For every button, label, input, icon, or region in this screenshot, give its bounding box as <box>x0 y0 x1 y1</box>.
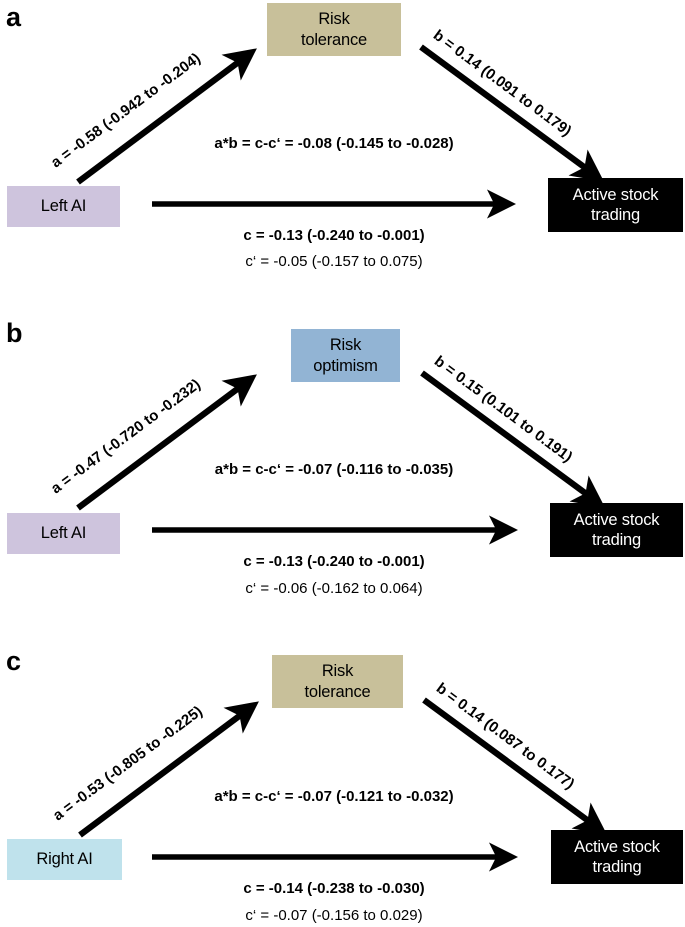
node-mediator-risk-tolerance[interactable]: Risk tolerance <box>267 3 401 56</box>
node-predictor-left-ai[interactable]: Left AI <box>7 186 120 227</box>
outcome-line2: trading <box>590 206 641 224</box>
mediator-line1: Risk <box>321 662 354 681</box>
mediator-line2: tolerance <box>304 682 371 701</box>
label-path-a: a = -0.47 (-0.720 to -0.232) <box>47 375 204 498</box>
node-outcome-active-stock-trading[interactable]: Active stock trading <box>550 503 683 557</box>
predictor-label: Right AI <box>36 850 93 869</box>
outcome-line2: trading <box>591 531 642 549</box>
node-mediator-risk-tolerance[interactable]: Risk tolerance <box>272 655 403 708</box>
panel-label-b: b <box>6 318 23 348</box>
node-outcome-active-stock-trading[interactable]: Active stock trading <box>548 178 683 232</box>
outcome-line1: Active stock <box>573 510 660 529</box>
predictor-label: Left AI <box>40 197 87 216</box>
node-predictor-left-ai[interactable]: Left AI <box>7 513 120 554</box>
label-indirect-effect: a*b = c-c‘ = -0.07 (-0.116 to -0.035) <box>214 461 454 478</box>
mediator-line2: tolerance <box>300 30 368 49</box>
label-path-c-prime: c‘ = -0.06 (-0.162 to 0.064) <box>245 580 423 597</box>
label-path-b: b = 0.14 (0.091 to 0.179) <box>429 26 575 140</box>
mediator-line1: Risk <box>318 10 350 29</box>
label-path-c-prime: c‘ = -0.07 (-0.156 to 0.029) <box>245 907 423 924</box>
label-path-a: a = -0.53 (-0.805 to -0.225) <box>49 702 206 825</box>
label-path-c: c = -0.13 (-0.240 to -0.001) <box>243 553 425 570</box>
label-path-c-prime: c‘ = -0.05 (-0.157 to 0.075) <box>245 253 423 270</box>
panel-a: a Risk tolerance Left AI Active stock tr… <box>0 0 685 300</box>
node-outcome-active-stock-trading[interactable]: Active stock trading <box>551 830 683 884</box>
panel-label-c: c <box>6 646 22 676</box>
label-indirect-effect: a*b = c-c‘ = -0.07 (-0.121 to -0.032) <box>214 788 454 805</box>
label-path-b: b = 0.14 (0.087 to 0.177) <box>432 679 578 793</box>
panel-label-a: a <box>6 2 22 32</box>
panel-c: c Risk tolerance Right AI Active stock t… <box>0 620 685 927</box>
label-indirect-effect: a*b = c-c‘ = -0.08 (-0.145 to -0.028) <box>214 135 454 152</box>
node-mediator-risk-optimism[interactable]: Risk optimism <box>291 329 400 382</box>
label-path-b: b = 0.15 (0.101 to 0.191) <box>430 352 576 466</box>
label-path-c: c = -0.14 (-0.238 to -0.030) <box>243 880 425 897</box>
label-path-c: c = -0.13 (-0.240 to -0.001) <box>243 227 425 244</box>
node-predictor-right-ai[interactable]: Right AI <box>7 839 122 880</box>
predictor-label: Left AI <box>40 524 87 543</box>
mediator-line1: Risk <box>329 336 362 355</box>
outcome-line1: Active stock <box>572 185 659 204</box>
panel-b: b Risk optimism Left AI Active stock tra… <box>0 300 685 620</box>
outcome-line1: Active stock <box>574 837 660 856</box>
mediator-line2: optimism <box>313 356 378 375</box>
label-path-a: a = -0.58 (-0.942 to -0.204) <box>47 49 204 172</box>
outcome-line2: trading <box>592 858 642 876</box>
